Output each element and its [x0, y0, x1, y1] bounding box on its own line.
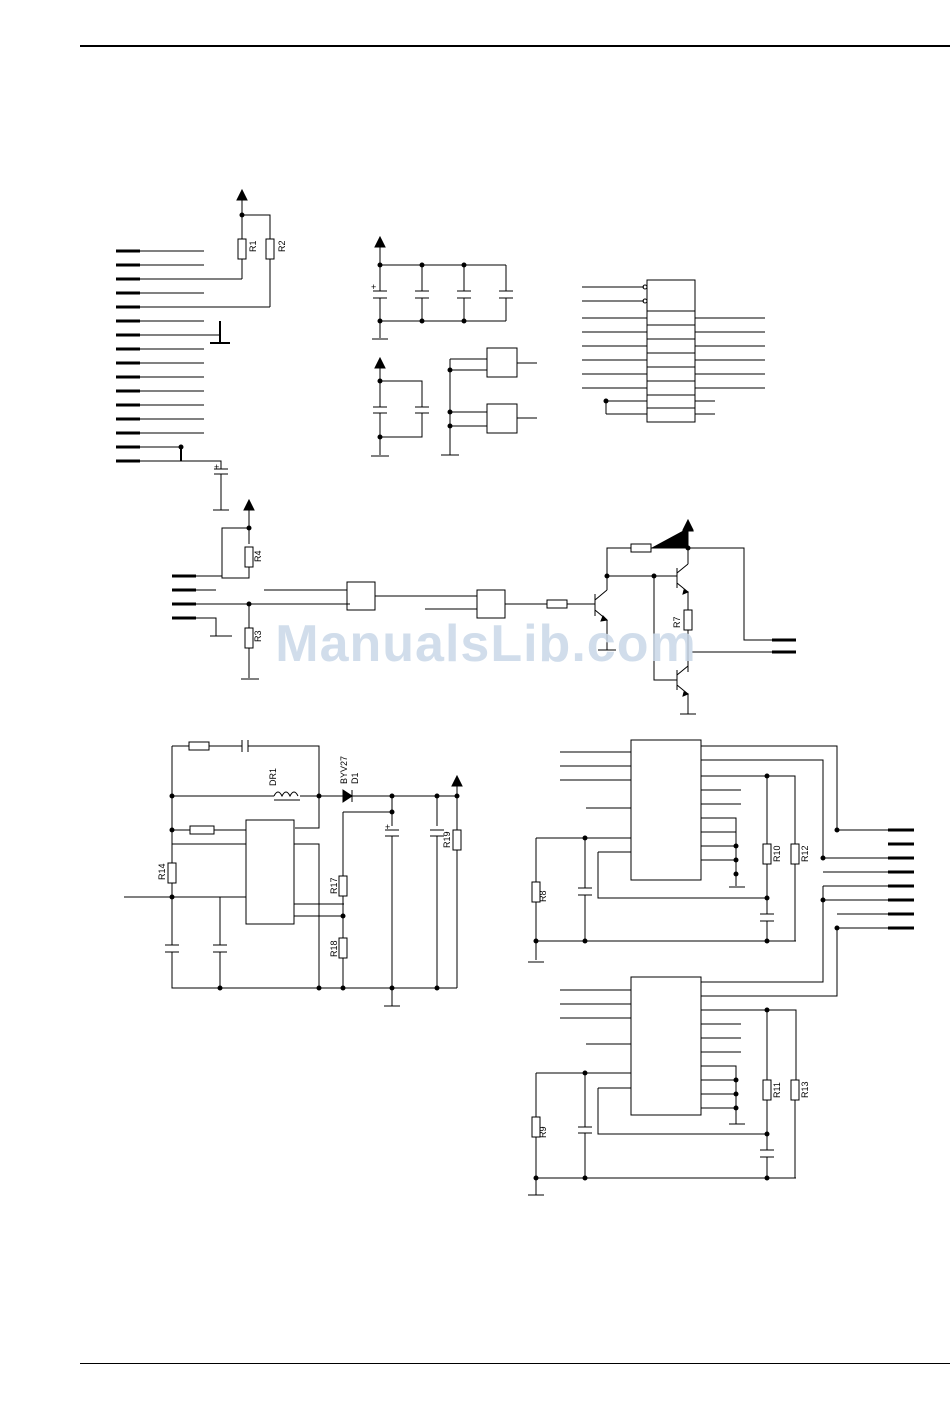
capacitor-polarity-mark: + — [214, 462, 219, 472]
label-byv27: BYV27 — [339, 756, 349, 784]
label-r1: R1 — [248, 240, 258, 252]
watermark: ManualsLib.com — [266, 614, 706, 674]
label-r14: R14 — [157, 863, 167, 880]
label-r18: R18 — [329, 940, 339, 957]
driver-ics: R8 R10 R12 R9 R11 R13 — [528, 740, 914, 1195]
ic-top-right — [582, 280, 765, 422]
power-supply: + DR1 BYV27 D1 R14 R17 R18 R19 — [124, 740, 462, 1006]
label-r3: R3 — [253, 630, 263, 642]
label-r17: R17 — [329, 877, 339, 894]
label-r2: R2 — [277, 240, 287, 252]
label-r4: R4 — [253, 550, 263, 562]
capacitor-polarity-mark: + — [371, 282, 376, 292]
label-d1: D1 — [350, 772, 360, 784]
driver-stage: R4 R3 R7 — [172, 500, 796, 714]
label-dr1: DR1 — [268, 768, 278, 786]
label-r9: R9 — [538, 1126, 548, 1138]
gate-pair — [441, 348, 537, 455]
label-r12: R12 — [800, 845, 810, 862]
label-r13: R13 — [800, 1081, 810, 1098]
capacitor-polarity-mark: + — [385, 822, 390, 832]
label-r8: R8 — [538, 890, 548, 902]
label-r19: R19 — [442, 831, 452, 848]
label-r11: R11 — [772, 1082, 782, 1098]
label-r10: R10 — [772, 845, 782, 862]
connector-block-1: + R1 R2 — [116, 190, 287, 510]
decoupling-capacitors: + — [371, 237, 513, 456]
